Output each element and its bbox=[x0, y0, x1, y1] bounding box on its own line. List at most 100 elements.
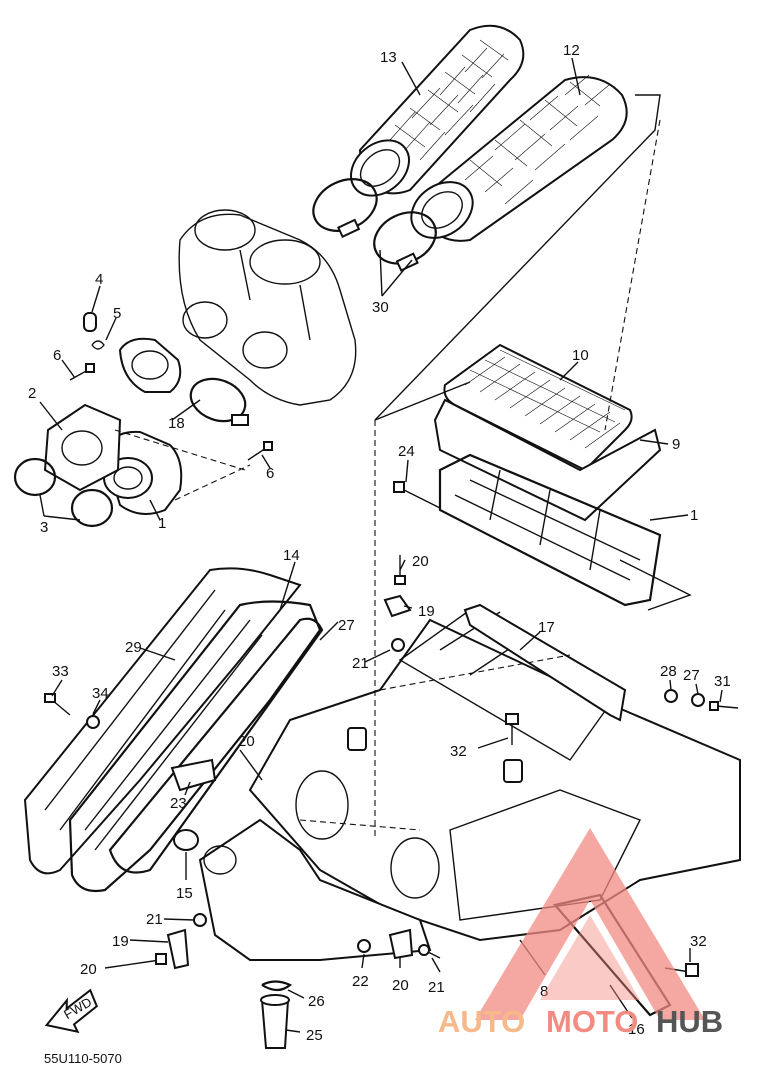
assembly-line-4 bbox=[604, 119, 661, 431]
watermark-logo bbox=[475, 828, 705, 1020]
screw-30 bbox=[709, 701, 739, 711]
screw-23 bbox=[393, 481, 441, 509]
callout-33: 33 bbox=[52, 663, 69, 680]
joint-plate-2 bbox=[43, 403, 122, 492]
clip-25 bbox=[261, 980, 293, 992]
screw-6-right bbox=[247, 441, 273, 461]
leader-lines bbox=[39, 57, 723, 1033]
gasket-14 bbox=[68, 600, 322, 893]
callout-15: 15 bbox=[176, 885, 193, 902]
bolt-33 bbox=[44, 693, 71, 716]
watermark-word-auto: AUTO bbox=[438, 1004, 525, 1039]
seal-26 bbox=[108, 617, 324, 874]
frame-line-1 bbox=[374, 94, 661, 421]
callout-6-right: 6 bbox=[266, 465, 274, 482]
air-box-lower bbox=[198, 818, 432, 961]
callout-21-lower: 22 bbox=[352, 973, 369, 990]
callout-5: 5 bbox=[113, 305, 121, 322]
callout-12: 12 bbox=[563, 42, 580, 59]
callout-1-left: 1 bbox=[158, 515, 166, 532]
callout-19-top: 19 bbox=[418, 603, 435, 620]
frame-line-2 bbox=[374, 381, 471, 421]
callout-19-lower: 20 bbox=[392, 977, 409, 994]
o-ring-3 bbox=[13, 457, 114, 528]
callout-7: 18 bbox=[168, 415, 185, 432]
callout-20-lower-left: 20 bbox=[80, 961, 97, 978]
watermark-word-moto: MOTO bbox=[546, 1004, 638, 1039]
bolt-20-lower-left bbox=[104, 953, 167, 969]
drain-hose-24 bbox=[260, 994, 290, 1049]
callout-31: 30 bbox=[372, 299, 389, 316]
bracket-18 bbox=[166, 928, 190, 970]
callout-8: 8 bbox=[540, 983, 548, 1000]
callout-25: 26 bbox=[308, 993, 325, 1010]
watermark-word-hub: HUB bbox=[656, 1004, 723, 1039]
callout-23: 24 bbox=[398, 443, 415, 460]
callout-20-lower: 21 bbox=[428, 979, 445, 996]
callout-22: 23 bbox=[170, 795, 187, 812]
cap-4 bbox=[83, 312, 97, 332]
callout-29: 29 bbox=[125, 639, 142, 656]
watermark-triangle-outer bbox=[475, 828, 705, 1020]
callout-14: 14 bbox=[283, 547, 300, 564]
callout-24: 25 bbox=[306, 1027, 323, 1044]
plate-17 bbox=[463, 603, 627, 722]
bolt-20-top bbox=[394, 555, 406, 585]
watermark-triangle-inner bbox=[540, 915, 640, 1000]
front-arrow: FWD bbox=[44, 988, 98, 1034]
bolt-32-lower bbox=[664, 963, 699, 977]
callout-18: 19 bbox=[112, 933, 129, 950]
bracket-22 bbox=[170, 758, 217, 792]
callout-28: 28 bbox=[660, 663, 677, 680]
washer-28 bbox=[664, 689, 678, 703]
filter-case-9 bbox=[433, 398, 662, 522]
assembly-line-1 bbox=[114, 429, 246, 471]
bracket-19-top bbox=[383, 594, 412, 618]
bolt-20-mid bbox=[239, 749, 263, 781]
clip-5 bbox=[91, 340, 105, 350]
assembly-line-5 bbox=[379, 654, 571, 691]
callout-13: 13 bbox=[380, 49, 397, 66]
callout-20-mid: 20 bbox=[238, 733, 255, 750]
callout-20-top: 20 bbox=[412, 553, 429, 570]
diagram-code: 55U110-5070 bbox=[44, 1051, 122, 1066]
callout-numbers: 13 12 4 5 6 2 3 18 1 30 10 9 1 6 24 20 1… bbox=[28, 42, 731, 1044]
nut-27 bbox=[691, 693, 705, 707]
callout-3: 3 bbox=[40, 519, 48, 536]
screw-6-left bbox=[69, 363, 95, 381]
nut-21-lower-left bbox=[193, 913, 207, 927]
callout-34: 34 bbox=[92, 685, 109, 702]
nut-21-lower bbox=[357, 939, 371, 953]
washer-34 bbox=[86, 715, 100, 729]
screw-20-lower bbox=[418, 944, 441, 959]
joint-upper bbox=[118, 337, 182, 393]
callout-21-top: 21 bbox=[352, 655, 369, 672]
hose-clamp-31-right bbox=[373, 211, 437, 272]
callout-32-upper: 32 bbox=[450, 743, 467, 760]
intake-duct-12 bbox=[410, 74, 628, 242]
callout-2: 2 bbox=[28, 385, 36, 402]
hose-clamp-31-left bbox=[312, 178, 378, 238]
callout-30: 31 bbox=[714, 673, 731, 690]
callout-32-lower: 32 bbox=[690, 933, 707, 950]
callout-17: 17 bbox=[538, 619, 555, 636]
bracket-19-lower bbox=[388, 928, 414, 960]
frame-line-3 bbox=[619, 559, 692, 611]
callout-6-left: 6 bbox=[53, 347, 61, 364]
assembly-line-2 bbox=[174, 464, 251, 501]
callout-27: 27 bbox=[683, 667, 700, 684]
filter-element-10 bbox=[443, 343, 633, 472]
callout-21-lower-left: 21 bbox=[146, 911, 163, 928]
carburetor-assembly bbox=[178, 209, 357, 406]
callout-26: 27 bbox=[338, 617, 355, 634]
filter-frame-1 bbox=[438, 453, 662, 607]
watermark-text: AUTO MOTO HUB bbox=[438, 1004, 723, 1039]
bolt-32-upper bbox=[505, 713, 519, 745]
callout-1-right: 1 bbox=[690, 507, 698, 524]
callout-10: 10 bbox=[572, 347, 589, 364]
nut-21-top bbox=[391, 638, 405, 652]
carburetor-joint-1 bbox=[103, 430, 183, 515]
callout-4: 4 bbox=[95, 271, 103, 288]
callout-9: 9 bbox=[672, 436, 680, 453]
